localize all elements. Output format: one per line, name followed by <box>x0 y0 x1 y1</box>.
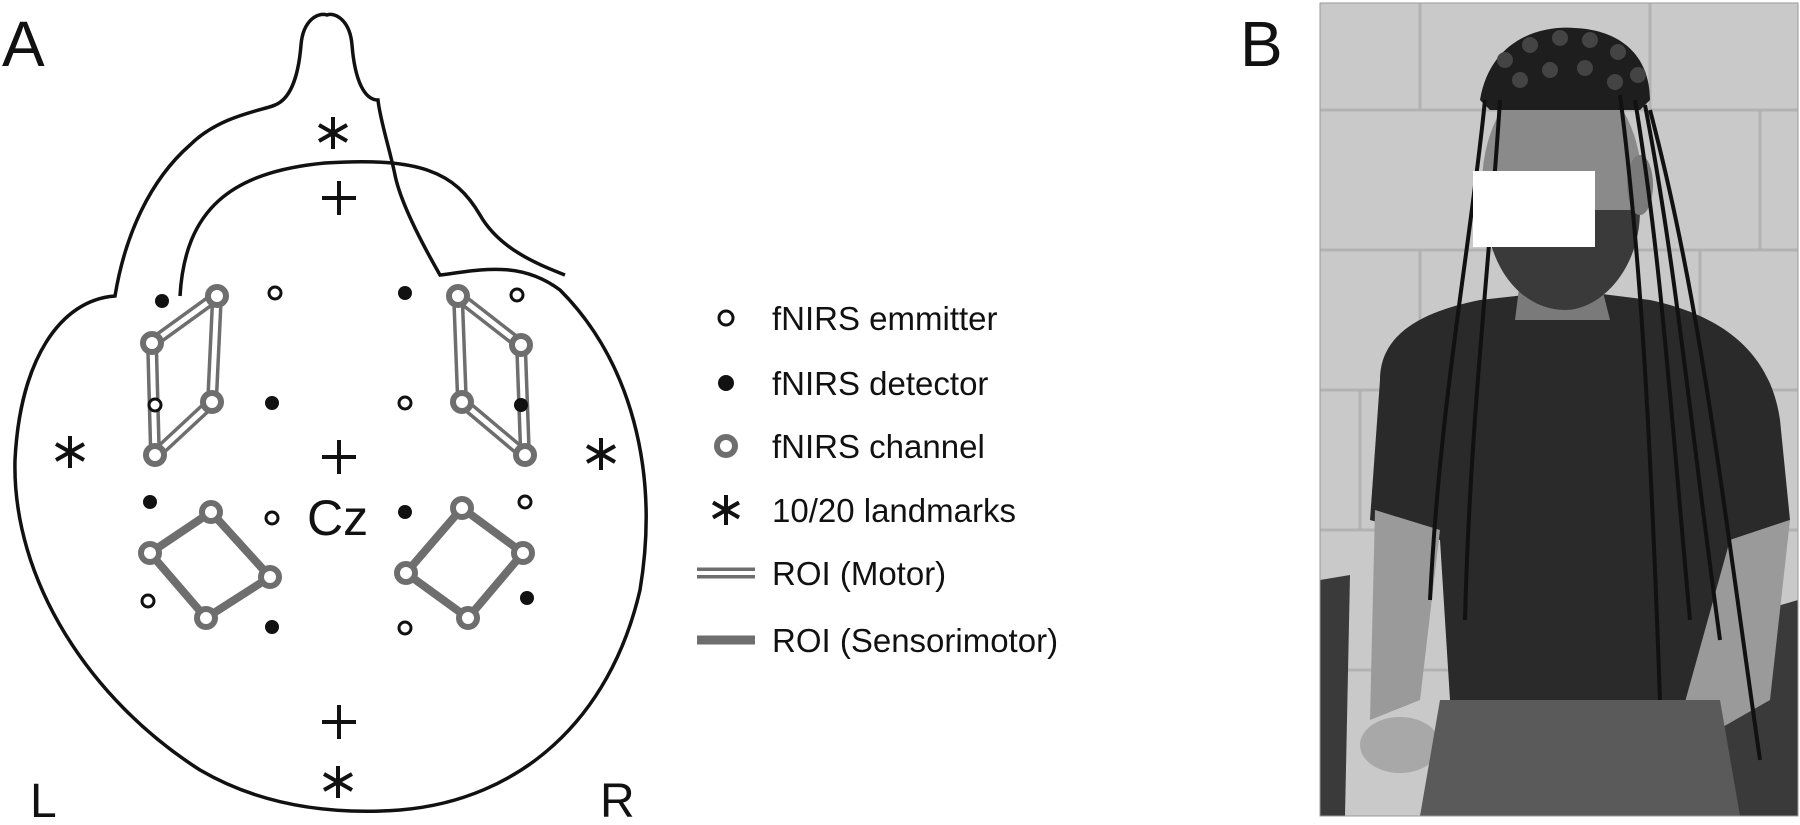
channel <box>200 390 224 414</box>
channel <box>513 443 537 467</box>
panel-a-label: A <box>2 8 45 80</box>
chair <box>1320 575 1350 816</box>
legend-channel-icon <box>714 434 738 458</box>
roi-sensorimotor-left <box>146 508 274 622</box>
landmark-right <box>586 438 616 470</box>
legend-item-roi-motor: ROI (Motor) <box>697 555 946 592</box>
legend-item-roi-sensorimotor: ROI (Sensorimotor) <box>697 622 1058 659</box>
right-arm <box>1680 520 1790 740</box>
emitter-markers <box>140 285 533 636</box>
legend-item-landmark: 10/20 landmarks <box>712 492 1016 529</box>
panel-a: A Cz L R <box>2 8 648 825</box>
legend-detector-icon <box>718 375 734 391</box>
fnirs-cap <box>1480 27 1650 110</box>
legend-landmark-icon <box>712 495 740 525</box>
channel <box>205 284 229 308</box>
emitter <box>264 510 280 526</box>
participant-photo <box>1320 3 1798 816</box>
legend-item-channel: fNIRS channel <box>714 428 985 465</box>
legend-roi-sensorimotor-text: ROI (Sensorimotor) <box>772 622 1058 659</box>
landmark-inion <box>323 766 353 798</box>
legend-emitter-icon <box>717 309 735 327</box>
channel <box>140 331 164 355</box>
cables <box>1428 94 1762 761</box>
cz-label: Cz <box>307 490 368 546</box>
right-hemisphere-label: R <box>600 775 635 825</box>
channel <box>194 606 218 630</box>
channel <box>509 333 533 357</box>
channel <box>456 606 480 630</box>
detector <box>265 396 279 410</box>
legend-channel-text: fNIRS channel <box>772 428 985 465</box>
landmark-left <box>55 436 85 468</box>
emitter <box>267 285 283 301</box>
legend-emitter-text: fNIRS emmitter <box>772 300 998 337</box>
legend-roi-motor-text: ROI (Motor) <box>772 555 946 592</box>
channel <box>511 541 535 565</box>
legend-landmark-text: 10/20 landmarks <box>772 492 1016 529</box>
left-arm <box>1370 510 1440 720</box>
emitter <box>509 287 525 303</box>
detector <box>514 398 528 412</box>
channel <box>394 561 418 585</box>
left-hemisphere-label: L <box>30 775 57 825</box>
channel <box>258 565 282 589</box>
detector <box>143 495 157 509</box>
cap-optodes <box>1497 30 1646 90</box>
detector <box>398 286 412 300</box>
channel <box>199 500 223 524</box>
channel-markers <box>138 284 537 630</box>
detector-markers <box>143 286 534 634</box>
legend: fNIRS emmitter fNIRS detector fNIRS chan… <box>697 300 1058 659</box>
emitter <box>517 494 533 510</box>
channel <box>450 390 474 414</box>
plus-center <box>322 440 356 474</box>
emitter <box>147 397 163 413</box>
emitter <box>397 395 413 411</box>
photo-frame <box>1319 2 1799 817</box>
channel <box>450 496 474 520</box>
legend-detector-text: fNIRS detector <box>772 365 988 402</box>
panel-b-label: B <box>1240 8 1283 80</box>
channel <box>446 284 470 308</box>
channel <box>138 541 162 565</box>
roi-sensorimotor-right <box>402 504 527 622</box>
plus-back <box>322 705 356 739</box>
legend-item-detector: fNIRS detector <box>718 365 988 402</box>
emitter <box>140 593 156 609</box>
plus-front <box>322 181 356 215</box>
emitter <box>397 620 413 636</box>
channel <box>143 443 167 467</box>
landmark-nasion <box>318 117 348 149</box>
panel-b: B <box>1240 2 1799 817</box>
left-hand <box>1360 717 1440 773</box>
detector <box>155 294 169 308</box>
face-redaction-box <box>1473 171 1595 247</box>
legend-item-emitter: fNIRS emmitter <box>717 300 998 337</box>
head-outline <box>13 12 648 813</box>
inner-arc <box>178 159 566 297</box>
detector <box>520 591 534 605</box>
detector <box>265 620 279 634</box>
detector <box>398 505 412 519</box>
